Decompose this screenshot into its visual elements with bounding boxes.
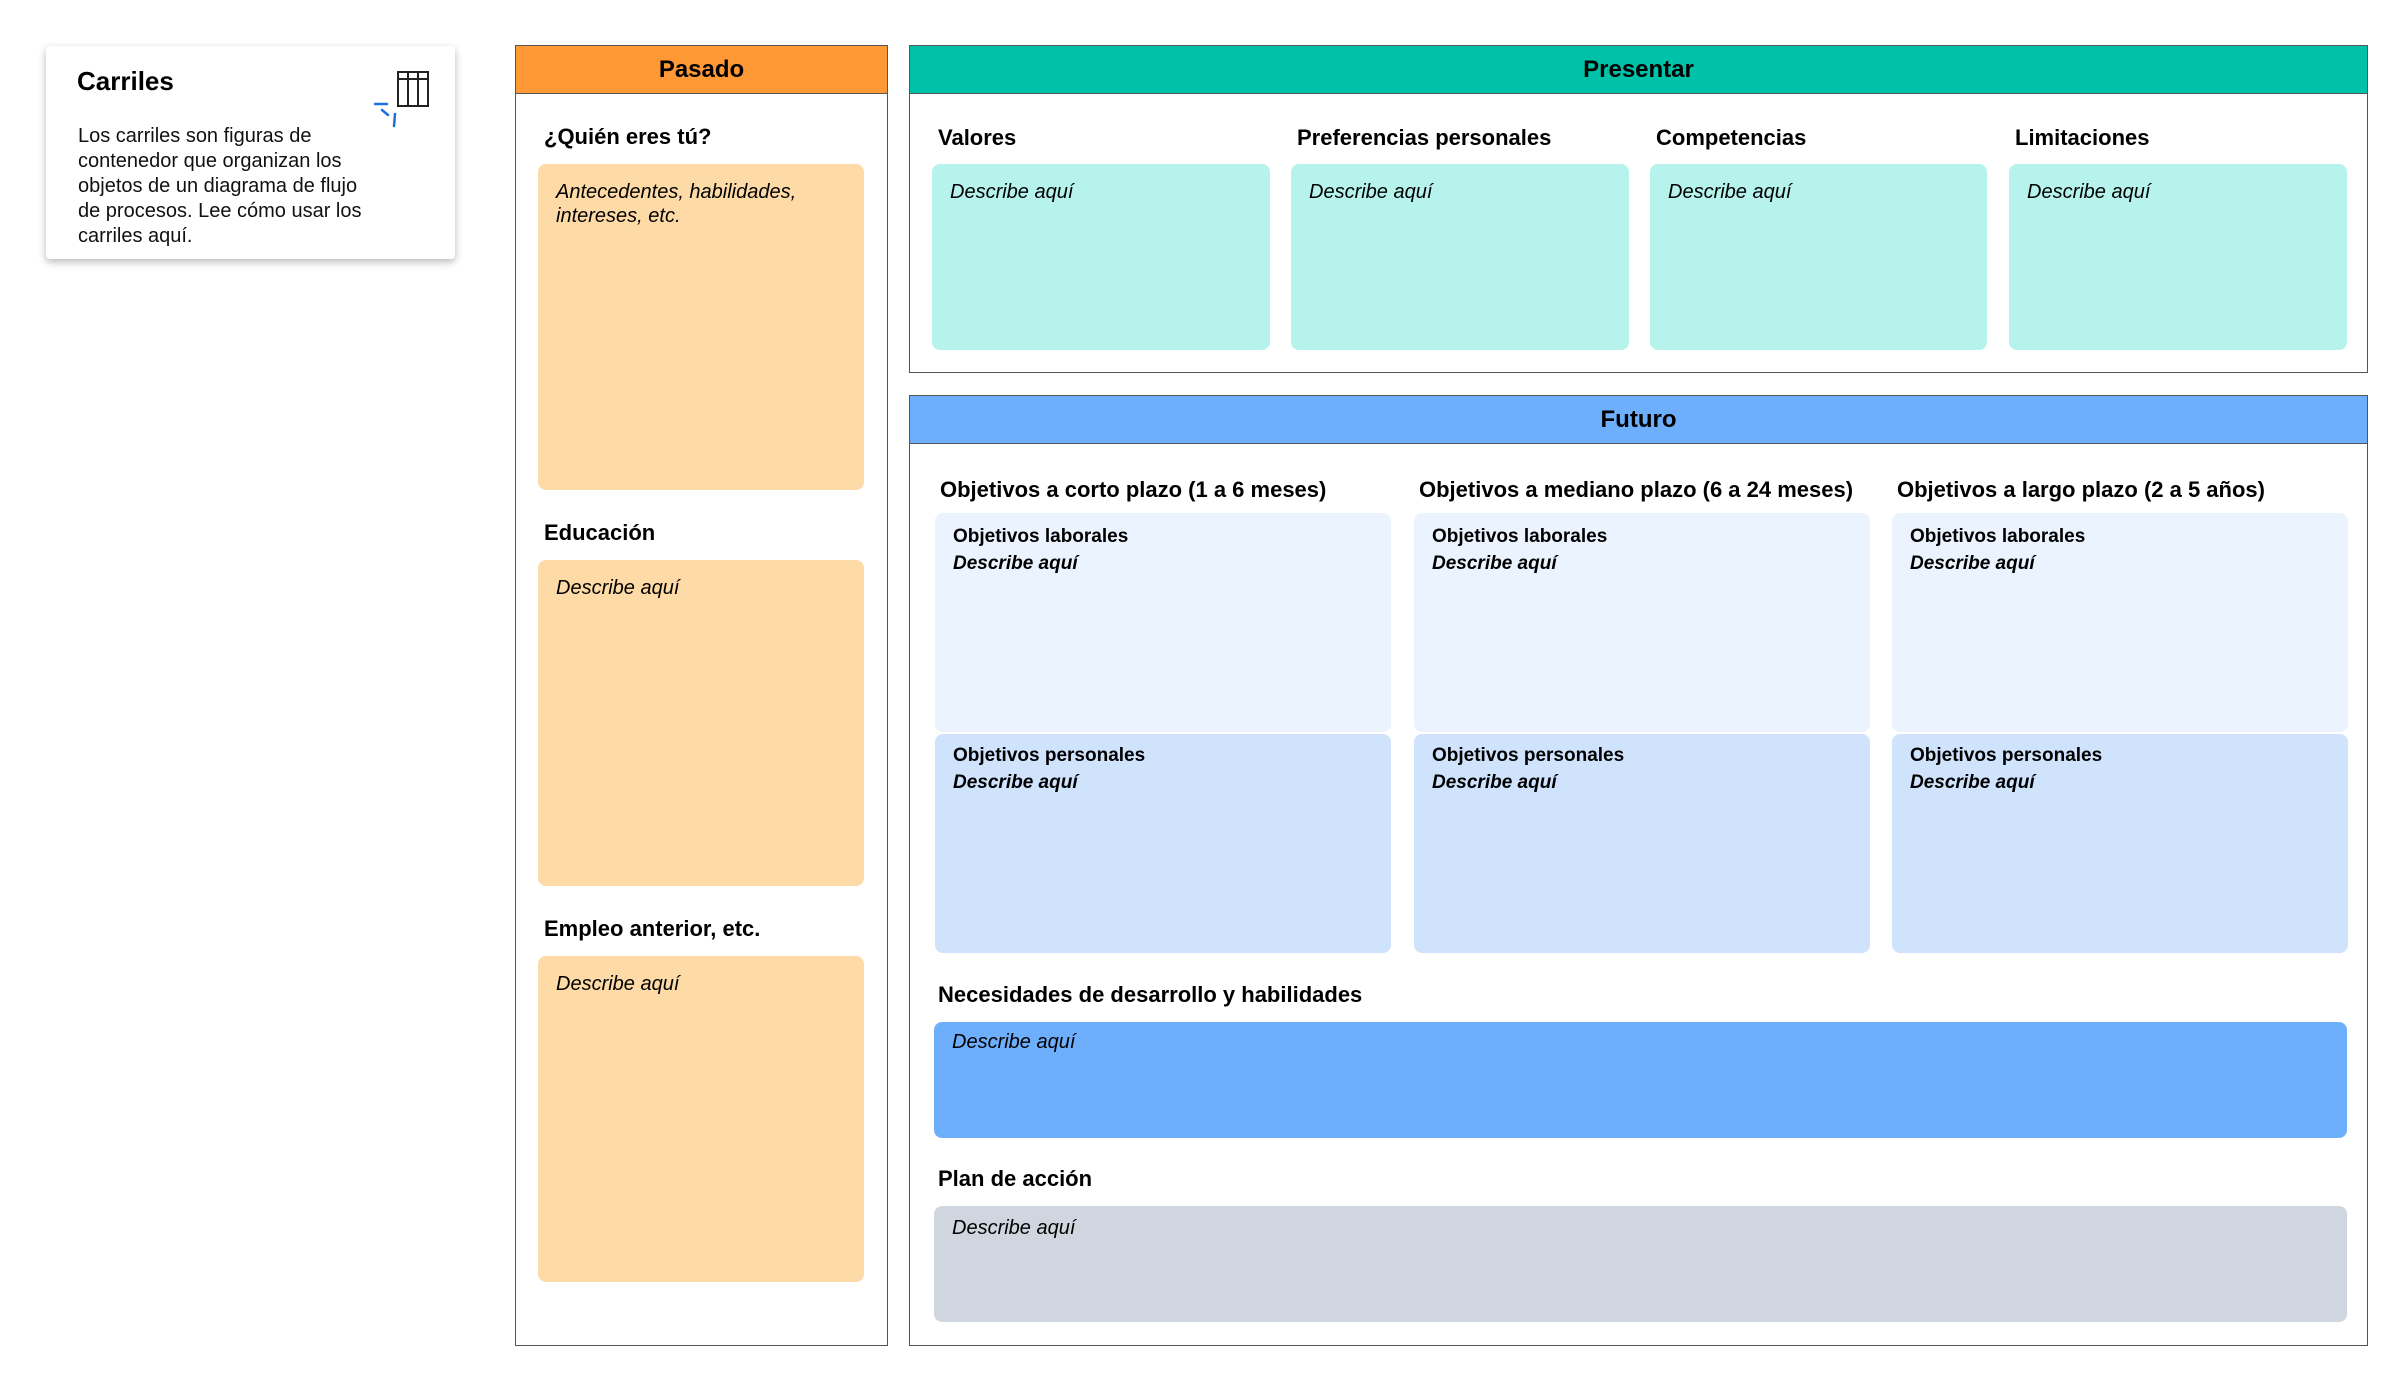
present-lane-title: Presentar <box>1583 55 1694 83</box>
future-lane-title: Futuro <box>1600 405 1677 433</box>
future-lane-header: Futuro <box>910 396 2367 444</box>
personal-goals-title: Objetivos personales <box>953 745 1146 766</box>
personal-goals-note[interactable]: Objetivos personales Describe aquí <box>1414 734 1870 953</box>
development-needs-note[interactable]: Describe aquí <box>934 1022 2347 1138</box>
work-goals-text: Describe aquí <box>953 553 1078 574</box>
future-column-label: Objetivos a mediano plazo (6 a 24 meses) <box>1419 477 1854 502</box>
work-goals-note[interactable]: Objetivos laborales Describe aquí <box>935 513 1391 732</box>
past-lane-header: Pasado <box>516 46 887 94</box>
personal-goals-note[interactable]: Objetivos personales Describe aquí <box>1892 734 2348 953</box>
swimlane-icon[interactable] <box>396 68 430 108</box>
personal-goals-note[interactable]: Objetivos personales Describe aquí <box>935 734 1391 953</box>
past-note-who[interactable]: Antecedentes, habilidades, intereses, et… <box>538 164 864 490</box>
sparkle-icon <box>373 102 397 128</box>
work-goals-note[interactable]: Objetivos laborales Describe aquí <box>1892 513 2348 732</box>
present-lane-header: Presentar <box>910 46 2367 94</box>
present-note-limitations[interactable]: Describe aquí <box>2009 164 2347 350</box>
work-goals-title: Objetivos laborales <box>1910 526 2086 547</box>
work-goals-text: Describe aquí <box>1432 553 1557 574</box>
work-goals-title: Objetivos laborales <box>1432 526 1608 547</box>
past-section-label: ¿Quién eres tú? <box>544 124 712 149</box>
present-note-values[interactable]: Describe aquí <box>932 164 1270 350</box>
past-lane-title: Pasado <box>658 55 745 83</box>
past-note-education[interactable]: Describe aquí <box>538 560 864 886</box>
info-card: Carriles Los carriles son figuras de con… <box>46 46 455 259</box>
personal-goals-text: Describe aquí <box>953 772 1078 793</box>
development-needs-label: Necesidades de desarrollo y habilidades <box>938 982 1363 1007</box>
present-note-preferences[interactable]: Describe aquí <box>1291 164 1629 350</box>
work-goals-note[interactable]: Objetivos laborales Describe aquí <box>1414 513 1870 732</box>
info-card-title: Carriles <box>77 66 174 96</box>
present-section-label: Limitaciones <box>2015 125 2150 150</box>
action-plan-note[interactable]: Describe aquí <box>934 1206 2347 1322</box>
work-goals-title: Objetivos laborales <box>953 526 1129 547</box>
present-note-competencies[interactable]: Describe aquí <box>1650 164 1987 350</box>
personal-goals-title: Objetivos personales <box>1432 745 1625 766</box>
present-section-label: Competencias <box>1656 125 1807 150</box>
present-section-label: Valores <box>938 125 1017 150</box>
present-section-label: Preferencias personales <box>1297 125 1552 150</box>
past-note-employment[interactable]: Describe aquí <box>538 956 864 1282</box>
past-section-label: Educación <box>544 520 656 545</box>
personal-goals-text: Describe aquí <box>1910 772 2035 793</box>
personal-goals-title: Objetivos personales <box>1910 745 2103 766</box>
future-column-label: Objetivos a largo plazo (2 a 5 años) <box>1897 477 2265 502</box>
future-column-label: Objetivos a corto plazo (1 a 6 meses) <box>940 477 1327 502</box>
work-goals-text: Describe aquí <box>1910 553 2035 574</box>
info-card-description: Los carriles son figuras de contenedor q… <box>78 125 362 247</box>
personal-goals-text: Describe aquí <box>1432 772 1557 793</box>
past-section-label: Empleo anterior, etc. <box>544 916 761 941</box>
action-plan-label: Plan de acción <box>938 1166 1093 1191</box>
